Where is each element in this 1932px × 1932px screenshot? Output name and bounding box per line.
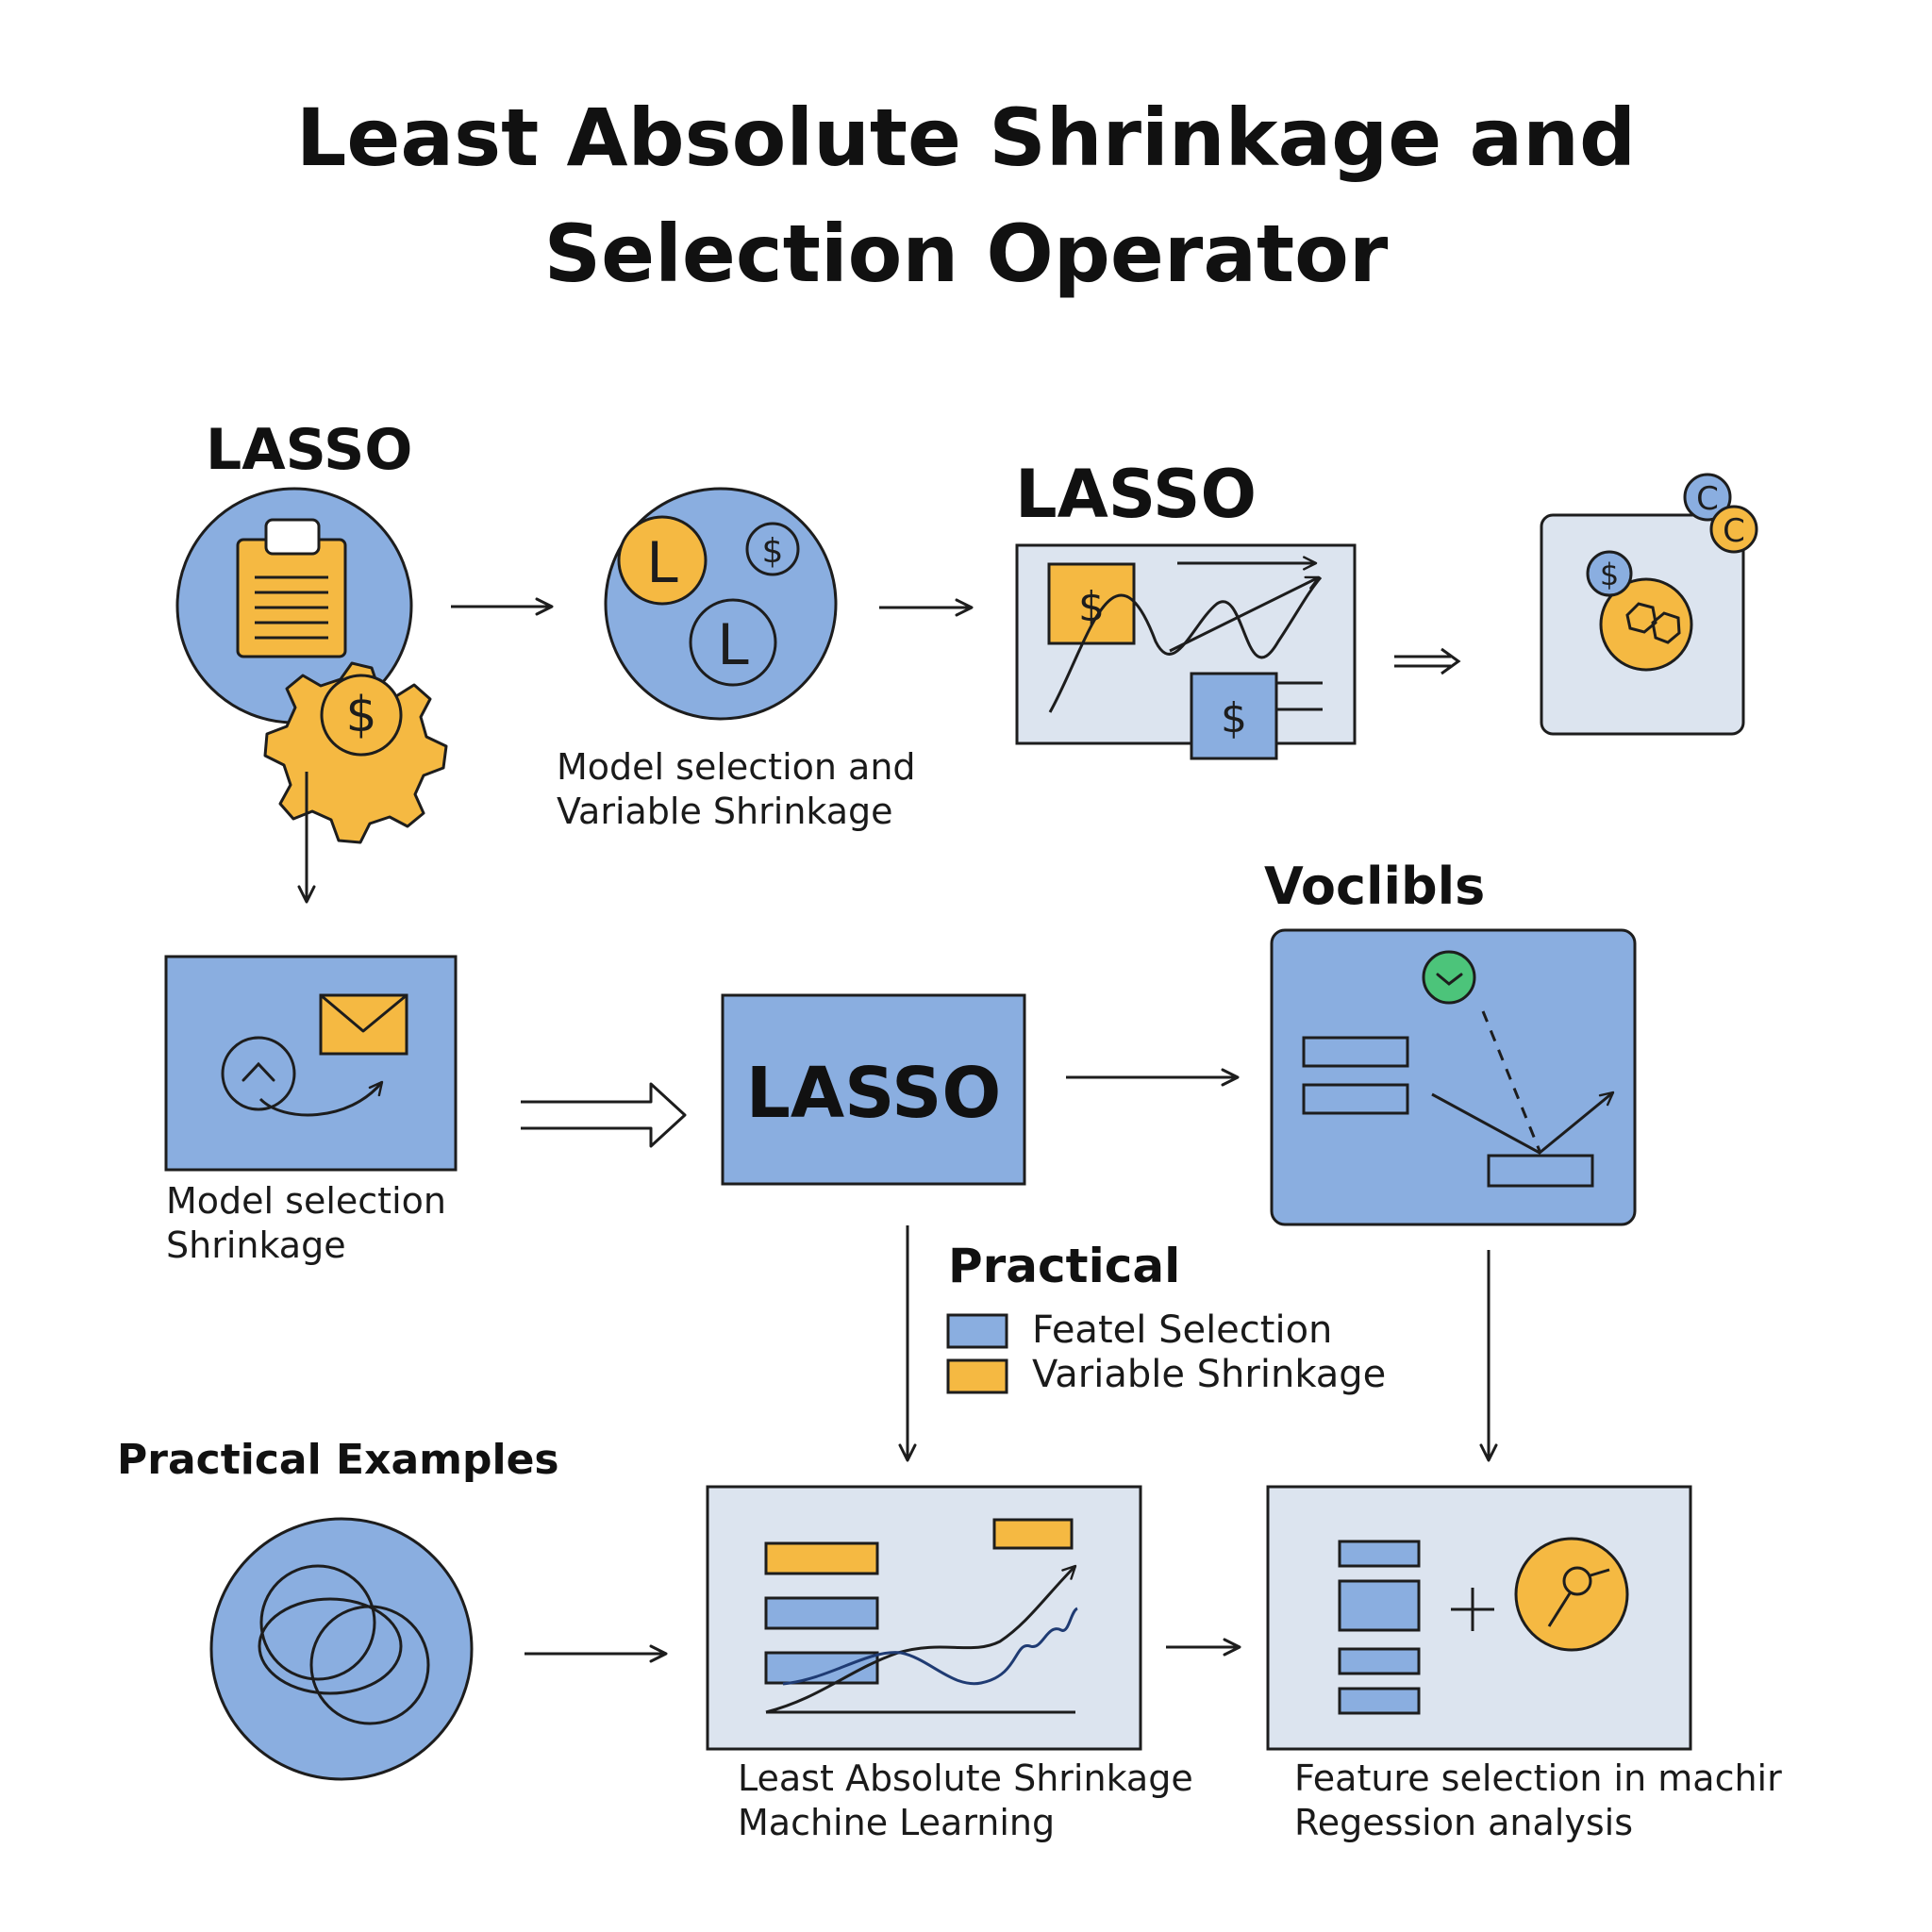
caption-circle-l-line-2: Variable Shrinkage	[557, 791, 893, 832]
dollar-coin-icon	[745, 522, 800, 576]
title-line-2: Selection Operator	[543, 208, 1389, 300]
l-coin-orange-icon	[617, 515, 708, 606]
double-arrow-node3-to-node4	[1394, 647, 1461, 675]
bar-line-chart-panel	[706, 1485, 1142, 1751]
caption-chart-box-line-1: Least Absolute Shrinkage	[738, 1757, 1193, 1799]
check-circle-icon	[1422, 950, 1476, 1005]
letter-l-orange: L	[646, 530, 678, 596]
hollow-arrow-node5-to-node6	[521, 1082, 687, 1148]
voclibls-label: Voclibls	[1264, 857, 1486, 916]
c-coin-blue-icon	[1683, 473, 1732, 522]
legend-swatch-blue	[946, 1313, 1008, 1349]
coin-cluster-panel: C C $	[1540, 473, 1758, 736]
title-line-1: Least Absolute Shrinkage and	[295, 92, 1637, 184]
letter-l-blue: L	[717, 612, 749, 678]
caption-model-box-line-2: Shrinkage	[166, 1224, 346, 1266]
caption-circle-l-line-1: Model selection and	[557, 746, 916, 788]
legend	[946, 1313, 1008, 1394]
dollar-box-blue-icon	[1190, 672, 1278, 760]
lasso-center-label: LASSO	[746, 1053, 1002, 1134]
legend-swatch-orange	[946, 1358, 1008, 1394]
voclibls-panel	[1270, 928, 1637, 1226]
wave-line	[1048, 576, 1323, 713]
feature-selection-panel	[1266, 1485, 1692, 1751]
dollar-coin-symbol: $	[762, 532, 784, 571]
c-coin-orange-icon	[1709, 505, 1758, 554]
caption-feature-box-line-2: Regession analysis	[1294, 1802, 1633, 1843]
chevron-up-circle-icon	[221, 1036, 296, 1111]
practical-label: Practical	[948, 1239, 1181, 1293]
dollar-gear-icon: $	[263, 661, 448, 844]
dollar-symbol: $	[345, 687, 376, 743]
model-selection-box	[164, 955, 458, 1172]
molecule-coin-icon	[1599, 577, 1693, 672]
letter-coins-node: L $ L	[604, 487, 838, 721]
caption-chart-box-line-2: Machine Learning	[738, 1802, 1056, 1843]
document-icon	[236, 518, 347, 658]
lasso-label-top-left: LASSO	[206, 417, 413, 483]
dollar-box-blue-symbol: $	[1221, 694, 1247, 742]
dollar-small-coin-icon	[1586, 550, 1633, 597]
dollar-small-coin-symbol: $	[1600, 557, 1619, 592]
practical-examples-label: Practical Examples	[117, 1436, 559, 1484]
dollar-square-icon	[1047, 562, 1136, 645]
legend-label-feature-selection: Featel Selection	[1032, 1308, 1333, 1352]
lasso-chart-panel: $ $	[1015, 543, 1357, 760]
l-coin-blue-icon	[689, 598, 777, 687]
caption-model-box-line-1: Model selection	[166, 1180, 446, 1222]
caption-feature-box-line-1: Feature selection in machir	[1294, 1757, 1782, 1799]
letter-c-blue: C	[1696, 480, 1719, 518]
connectors	[297, 597, 1498, 1663]
legend-label-variable-shrinkage: Variable Shrinkage	[1032, 1353, 1387, 1396]
letter-c-orange: C	[1723, 512, 1745, 550]
lasso-label-top-middle: LASSO	[1015, 456, 1257, 533]
envelope-icon	[319, 993, 408, 1056]
lasso-center-box: LASSO	[721, 993, 1026, 1186]
venn-circle-node	[209, 1517, 474, 1781]
document-gear-node: $	[175, 487, 448, 844]
